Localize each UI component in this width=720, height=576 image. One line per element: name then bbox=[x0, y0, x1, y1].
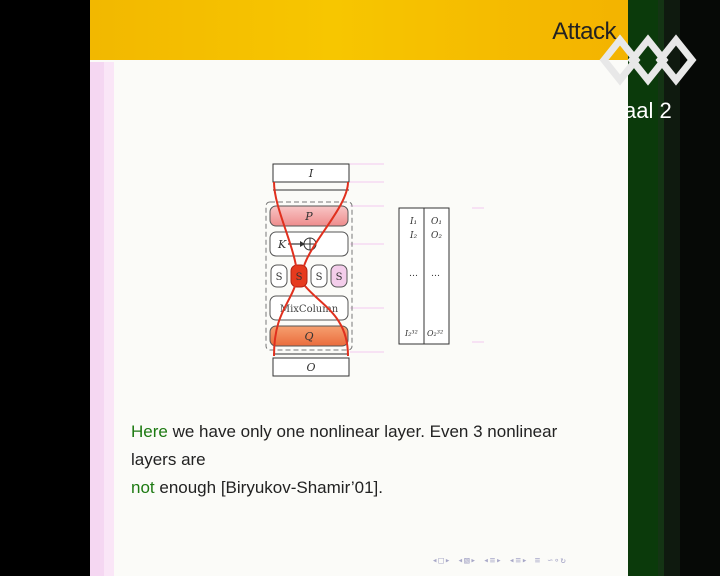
mixcolumn-box bbox=[269, 295, 349, 321]
pink-artifact-band bbox=[90, 62, 104, 576]
output-box bbox=[272, 357, 350, 377]
edge-text: aal 2 bbox=[624, 98, 672, 123]
conference-logo-icon bbox=[599, 34, 697, 86]
input-label: I bbox=[308, 167, 314, 180]
sbox-layer bbox=[270, 264, 348, 288]
sbox-label-active: S bbox=[296, 272, 303, 283]
sbox-label: S bbox=[276, 272, 283, 283]
io-table bbox=[398, 207, 450, 345]
sbox-label: S bbox=[316, 272, 323, 283]
caption-text: Here we have only one nonlinear layer. E… bbox=[131, 418, 601, 502]
output-label: O bbox=[306, 361, 315, 374]
caption-highlight: not bbox=[131, 478, 155, 497]
left-black-border bbox=[0, 0, 90, 576]
table-input: I₂³² bbox=[404, 329, 418, 338]
table-input: … bbox=[409, 269, 418, 279]
right-dark-strip bbox=[628, 0, 720, 576]
table-input: I₂ bbox=[409, 231, 418, 241]
mixcolumn-label: MixColumn bbox=[280, 304, 339, 315]
beamer-nav-controls[interactable]: ◂□▸ ◂▧▸ ◂≡▸ ◂≡▸ ≡ ∽∘↻ bbox=[432, 556, 567, 566]
slide-title: Attack bbox=[552, 18, 616, 45]
round-frame bbox=[265, 201, 353, 351]
input-box bbox=[272, 163, 350, 183]
caption-line: we have only one nonlinear layer. Even 3… bbox=[131, 422, 558, 469]
q-label: Q bbox=[304, 330, 313, 343]
sbox-label: S bbox=[336, 272, 343, 283]
slide-header: Attack bbox=[90, 0, 628, 60]
table-output: O₁ bbox=[431, 217, 442, 227]
table-output: O₂ bbox=[431, 231, 442, 241]
table-output: … bbox=[431, 269, 440, 279]
caption-highlight: Here bbox=[131, 422, 168, 441]
table-output: O₂³² bbox=[427, 329, 443, 338]
pink-artifact-band-light bbox=[104, 62, 114, 576]
p-label: P bbox=[304, 210, 313, 223]
slide: Attack bbox=[90, 0, 628, 576]
attack-diagram: I P K S S S S MixColumn Q O I₁ I₂ … I₂ bbox=[265, 163, 484, 377]
caption-line: enough [Biryukov-Shamir’01]. bbox=[154, 478, 383, 497]
active-path-lines bbox=[273, 181, 349, 357]
q-box bbox=[269, 325, 349, 347]
key-label: K bbox=[277, 238, 287, 251]
p-box bbox=[269, 205, 349, 227]
table-input: I₁ bbox=[409, 217, 417, 227]
